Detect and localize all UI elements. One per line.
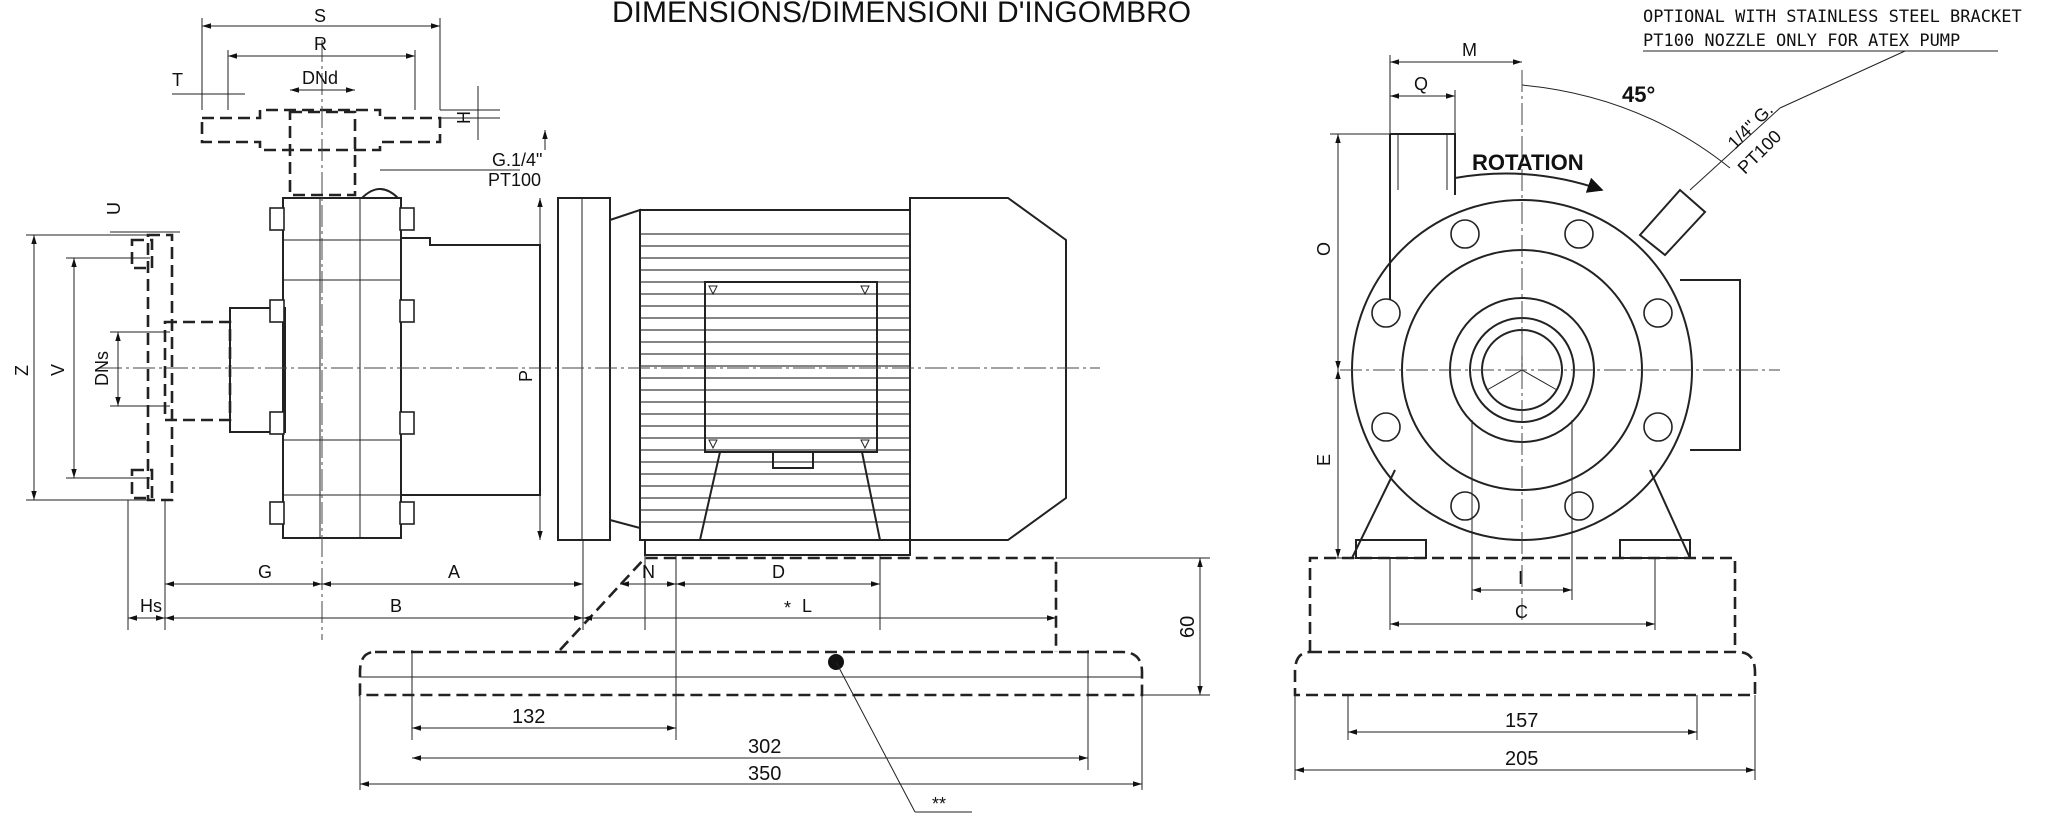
dim-L-star: *	[784, 598, 791, 618]
dim-60: 60	[1177, 616, 1199, 638]
dim-R: R	[314, 34, 327, 54]
motor-flange	[557, 197, 641, 541]
side-view: ** G.1/4" PT100 S R DNd T H U Z	[12, 6, 1210, 814]
dim-T: T	[172, 70, 183, 90]
rotation-label: ROTATION	[1472, 150, 1584, 175]
port-size-label: G.1/4"	[492, 150, 542, 170]
dim-U: U	[104, 202, 124, 215]
base-marker: **	[932, 794, 946, 814]
dim-B: B	[390, 596, 402, 616]
dim-DNd: DNd	[302, 68, 338, 88]
dim-157: 157	[1505, 710, 1538, 732]
dim-Q: Q	[1414, 74, 1428, 94]
pump-head	[282, 188, 402, 539]
dim-V: V	[48, 364, 68, 376]
drawing-title: DIMENSIONS/DIMENSIONI D'INGOMBRO	[612, 0, 1191, 29]
side-base: **	[358, 556, 1144, 814]
dim-302: 302	[748, 736, 781, 758]
dim-Hs: Hs	[140, 596, 162, 616]
dim-I: I	[1518, 568, 1523, 588]
dim-H: H	[454, 111, 474, 124]
dim-S: S	[314, 6, 326, 26]
dim-132: 132	[512, 706, 545, 728]
atex-nozzle-note: PT100 NOZZLE ONLY FOR ATEX PUMP	[1643, 31, 1960, 51]
dim-E: E	[1314, 454, 1334, 466]
dim-N: N	[642, 562, 655, 582]
dim-A: A	[448, 562, 460, 582]
dim-D: D	[772, 562, 785, 582]
dim-M: M	[1462, 40, 1477, 60]
bracket-note: OPTIONAL WITH STAINLESS STEEL BRACKET	[1643, 7, 2022, 27]
pt100-nozzle	[1638, 188, 1707, 257]
side-bolts	[269, 207, 415, 525]
front-view: 1/4" G. PT100 ROTATION 45° M Q O E	[1293, 40, 1906, 780]
port-sensor-label: PT100	[488, 170, 541, 190]
dim-350: 350	[748, 763, 781, 785]
dim-205: 205	[1505, 748, 1538, 770]
dim-P: P	[516, 370, 536, 382]
motor-body	[639, 209, 911, 541]
dim-G: G	[258, 562, 272, 582]
dim-Z: Z	[12, 365, 32, 376]
angle-label: 45°	[1622, 82, 1655, 107]
dim-O: O	[1314, 242, 1334, 256]
discharge-flange	[200, 108, 442, 197]
fan-cover	[909, 197, 1067, 541]
dim-C: C	[1515, 602, 1528, 622]
dim-L: L	[802, 596, 812, 616]
front-base	[1293, 556, 1757, 697]
dim-DNs: DNs	[92, 351, 112, 386]
